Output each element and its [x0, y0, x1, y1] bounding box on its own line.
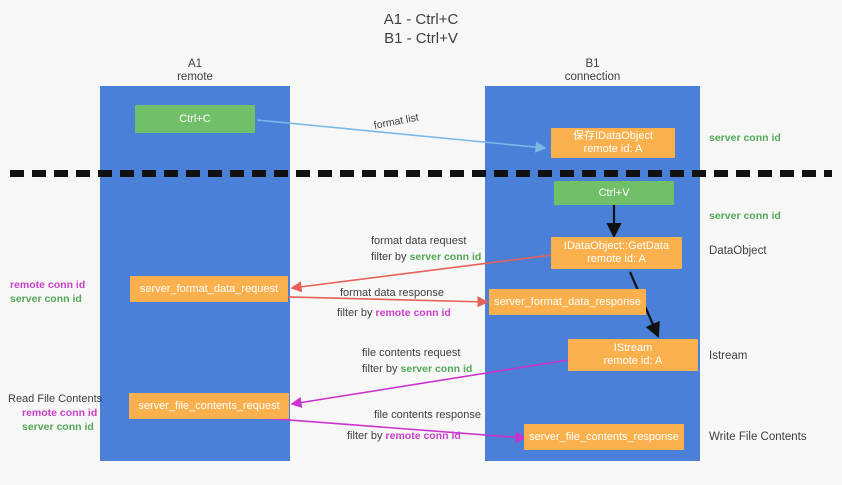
edge-label-file-contents-response-filter: filter by remote conn id [347, 429, 481, 443]
side-label-dataobject: DataObject [709, 245, 767, 257]
edge-label-format-data-request: format data request [371, 235, 467, 247]
node-server-format-data-response[interactable]: server_format_data_response [489, 289, 646, 315]
edge-label-file-contents-request: file contents request [362, 347, 461, 359]
node-server-format-data-request[interactable]: server_format_data_request [130, 276, 288, 302]
page-title: A1 - Ctrl+C B1 - Ctrl+V [383, 11, 459, 47]
edge-label-file-contents-response-group: file contents response filter by remote … [347, 408, 482, 443]
left-label-read-file-contents: Read File Contents [8, 393, 103, 405]
node-ctrl-v[interactable]: Ctrl+V [554, 181, 674, 205]
lane-header-a1: A1 remote [177, 58, 213, 83]
left-label-remote-conn-id: remote conn id [10, 279, 86, 291]
node-server-file-contents-response[interactable]: server_file_contents_response [524, 424, 684, 450]
lane-header-b1: B1 connection [564, 58, 621, 83]
filter-by-text-3: filter by [362, 363, 401, 375]
filter-by-text: filter by [371, 251, 410, 263]
filter-by-text-4: filter by [347, 430, 386, 442]
edge-label-format-data-request-filter: filter by server conn id [371, 250, 481, 264]
edge-label-format-data-response-filter: filter by remote conn id [337, 306, 451, 320]
left-annotation-format: remote conn id server conn id [10, 278, 85, 306]
side-label-write-file-contents: Write File Contents [709, 431, 807, 443]
left-annotation-file: Read File Contents remote conn id server… [8, 392, 103, 434]
left-label-server-conn-id: server conn id [10, 293, 82, 305]
filter-server-conn-id-2: server conn id [400, 363, 473, 375]
side-label-istream: Istream [709, 350, 748, 362]
edge-label-file-contents-response: file contents response [374, 409, 482, 421]
node-server-file-contents-request[interactable]: server_file_contents_request [129, 393, 289, 419]
edge-label-file-contents-request-filter: filter by server conn id [362, 362, 472, 376]
dashed-divider [10, 170, 832, 177]
left-label-remote-conn-id-2: remote conn id [22, 407, 98, 419]
edge-label-format-list: format list [372, 111, 420, 132]
node-istream[interactable]: IStream remote id: A [568, 339, 698, 371]
node-save-idataobject[interactable]: 保存IDataObject remote id: A [551, 128, 675, 158]
side-label-server-conn-id-mid: server conn id [709, 210, 781, 222]
node-ctrl-c[interactable]: Ctrl+C [135, 105, 255, 133]
filter-server-conn-id: server conn id [409, 251, 482, 263]
edge-label-format-data-response: format data response [340, 287, 444, 299]
filter-remote-conn-id-2: remote conn id [385, 430, 461, 442]
side-label-server-conn-id-top: server conn id [709, 132, 781, 144]
edge-label-file-contents-request-group: file contents request filter by server c… [362, 346, 472, 376]
filter-remote-conn-id: remote conn id [375, 307, 451, 319]
edge-label-format-data-request-group: format data request filter by server con… [371, 234, 481, 264]
left-label-server-conn-id-2: server conn id [22, 421, 94, 433]
node-idataobject-getdata[interactable]: IDataObject::GetData remote id: A [551, 237, 682, 269]
edge-label-format-data-response-group: format data response filter by remote co… [337, 286, 451, 320]
filter-by-text-2: filter by [337, 307, 376, 319]
